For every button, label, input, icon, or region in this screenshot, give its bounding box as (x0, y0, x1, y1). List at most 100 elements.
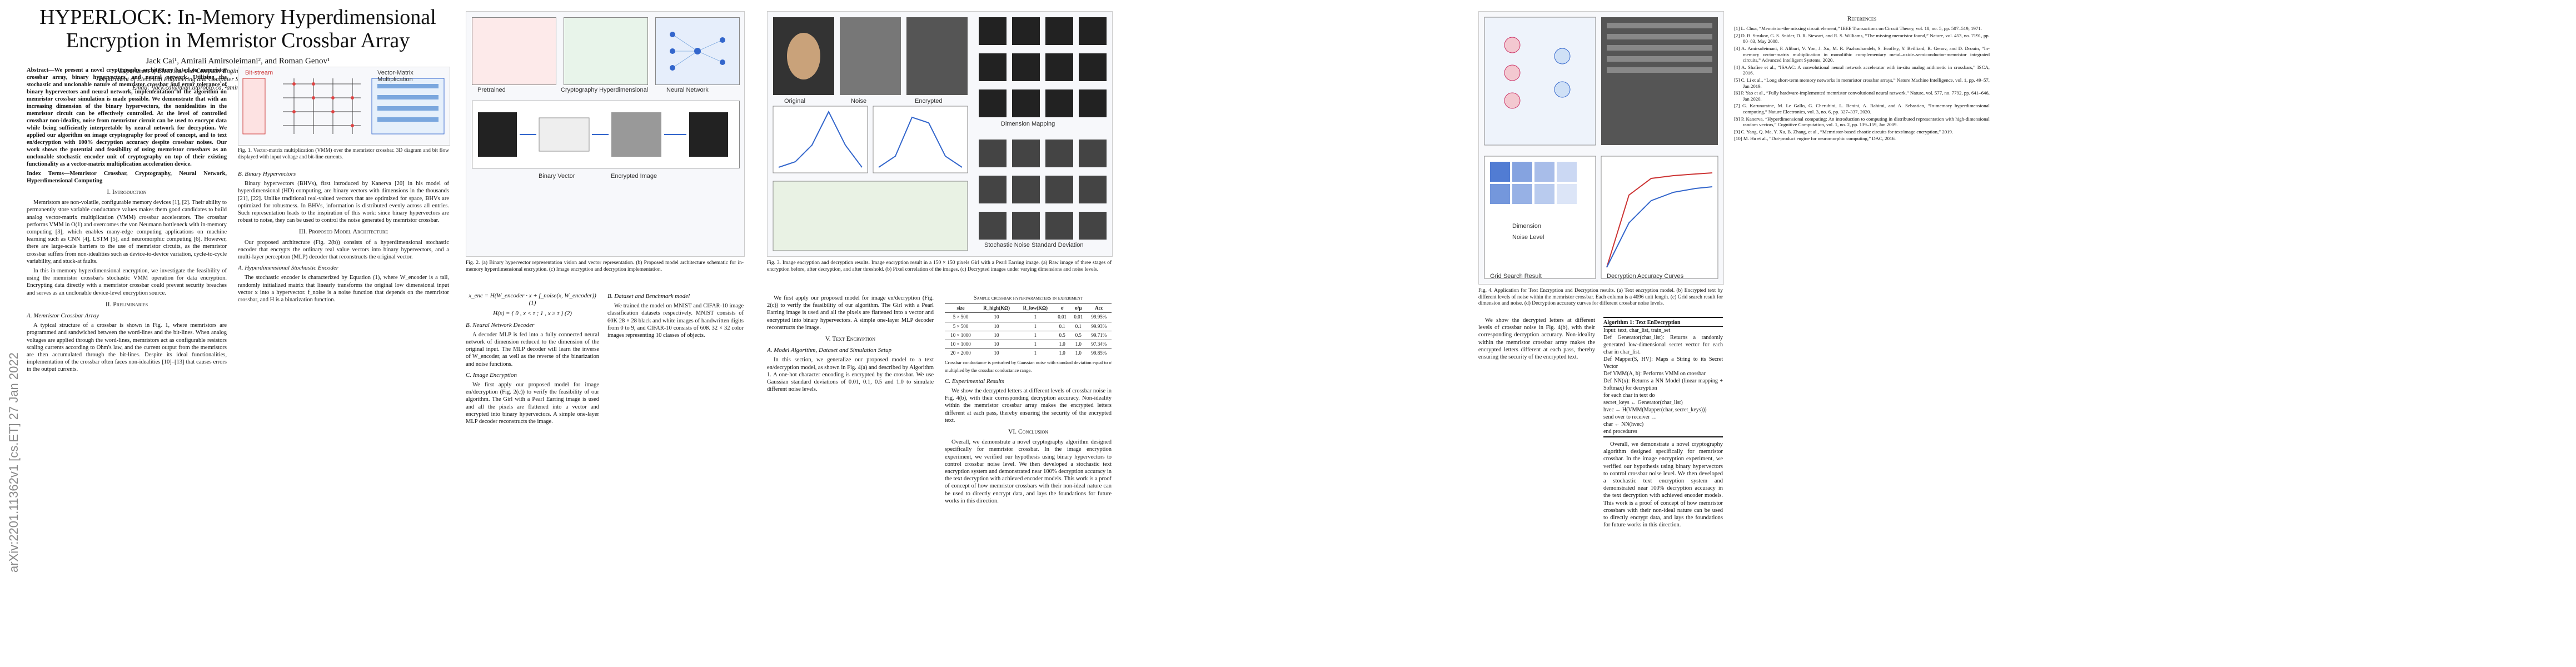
reference-item: [2] D. B. Strukov, G. S. Snider, D. R. S… (1734, 32, 1990, 44)
table-cell: 10 (976, 330, 1017, 340)
arch-paragraph: Our proposed architecture (Fig. 2(b)) co… (238, 239, 449, 261)
intro-heading: I. Introduction (107, 189, 147, 196)
equation-2: H(x) = { 0 , x < τ ; 1 , x ≥ τ } (2) (493, 310, 572, 317)
intro-paragraph-2: In this in-memory hyperdimensional encry… (27, 268, 227, 296)
reference-item: [1] L. Chua, “Memristor-the missing circ… (1734, 26, 1982, 32)
fig2-panel-b (564, 17, 648, 85)
intro-paragraph: Memristors are non-volatile, configurabl… (27, 200, 227, 265)
algorithm-line: secret_keys ← Generator(char_list) (1603, 400, 1683, 406)
reference-item: [10] M. Hu et al., “Dot-product engine f… (1734, 136, 1896, 142)
table-cell: 99.85% (1086, 349, 1112, 358)
conclusion-heading: VI. Conclusion (1008, 429, 1048, 436)
table-header: size (945, 303, 976, 313)
paper-title: HYPERLOCK: In-Memory Hyperdimensional En… (39, 6, 436, 52)
figure-4: Grid Search Result Decryption Accuracy C… (1478, 11, 1724, 285)
reference-item: [6] P. Yao et al., “Fully hardware-imple… (1734, 90, 1990, 102)
hd-subheading: A. Hyperdimensional Stochastic Encoder (238, 265, 339, 272)
crossbar-3d-icon (242, 78, 445, 135)
fig2-panel-c (472, 101, 740, 168)
dataset-paragraph: We trained the model on MNIST and CIFAR-… (607, 303, 744, 339)
hyperparam-table: size R_high(KΩ) R_low(KΩ) σ σ/μ Acc 5 × … (945, 303, 1112, 358)
p3-results-paragraph: We show the decrypted letters at differe… (1478, 317, 1595, 361)
table-cell: 0.5 (1054, 330, 1070, 340)
fig3-label-original: Original (784, 98, 805, 104)
fig1-label-bitstream: Bit-stream (245, 69, 273, 76)
table-cell: 0.5 (1070, 330, 1087, 340)
table-header: σ (1054, 303, 1070, 313)
table-cell: 0.01 (1070, 312, 1087, 322)
equation-1: x_enc = H(W_encoder · x + f_noise(x, W_e… (469, 292, 596, 307)
fig2-label-pretrained: Pretrained (477, 87, 506, 93)
text-heading: V. Text Encryption (825, 336, 876, 343)
fig3-label-dimension: Dimension Mapping (1001, 121, 1055, 127)
index-terms: Index Terms—Memristor Crossbar, Cryptogr… (27, 171, 227, 184)
table-header: R_high(KΩ) (976, 303, 1017, 313)
fig2-label-crypto: Cryptography Hyperdimensional (561, 87, 649, 93)
page-1: HYPERLOCK: In-Memory Hyperdimensional En… (27, 0, 749, 667)
hd-paragraph: The stochastic encoder is characterized … (238, 275, 449, 303)
fig2-label-encrypted: Encrypted Image (611, 173, 657, 180)
reference-item: [9] C. Yang, Q. Ma, Y. Xu, B. Zhang, et … (1734, 128, 1954, 135)
page-3: Grid Search Result Decryption Accuracy C… (1478, 0, 2568, 667)
bhv-paragraph: Binary hypervectors (BHVs), first introd… (238, 181, 449, 224)
references-heading: References (1847, 16, 1877, 22)
arxiv-stamp: arXiv:2201.11362v1 [cs.ET] 27 Jan 2022 (7, 352, 21, 573)
p1-col3: x_enc = H(W_encoder · x + f_noise(x, W_e… (466, 289, 599, 661)
algorithm-line: Input: text, char_list, train_set (1603, 327, 1671, 334)
table-cell: 99.71% (1086, 330, 1112, 340)
table-cell: 10 (976, 321, 1017, 331)
fig3-label-noise: Noise (851, 98, 867, 104)
figure-3-caption: Fig. 3. Image encryption and decryption … (767, 260, 1112, 272)
table-cell: 10 × 1000 (945, 340, 976, 349)
reference-item: [5] C. Li et al., “Long short-term memor… (1734, 77, 1990, 89)
p1-col2: B. Binary Hypervectors Binary hypervecto… (238, 167, 449, 661)
table-header: Acc (1086, 303, 1112, 313)
table-cell: 1 (1017, 330, 1054, 340)
figure-3: Dimension Mapping Stochastic Noise Stand… (767, 11, 1113, 257)
table-header-row: size R_high(KΩ) R_low(KΩ) σ σ/μ Acc (945, 303, 1112, 313)
image-subheading: C. Image Encryption (466, 371, 517, 379)
fig4-label-dimension: Dimension (1512, 223, 1541, 230)
figure-1: Vector-Matrix Multiplication Bit-stream (238, 67, 450, 146)
table-cell: 1.0 (1070, 340, 1087, 349)
fig4-label-accuracy: Decryption Accuracy Curves (1607, 273, 1684, 280)
table-cell: 99.95% (1086, 312, 1112, 322)
dataset-subheading: B. Dataset and Benchmark model (607, 293, 690, 300)
p2-col2: Sample crossbar hyperparameters in exper… (945, 295, 1112, 661)
decoder-subheading: B. Neural Network Decoder (466, 321, 535, 328)
table-cell: 0.1 (1070, 321, 1087, 331)
fig2-label-nn: Neural Network (666, 87, 709, 93)
p1-col1: Abstract—We present a novel cryptography… (27, 67, 227, 661)
decoder-paragraph: A decoder MLP is fed into a fully connec… (466, 331, 599, 367)
fig4-label-grid: Grid Search Result (1490, 273, 1542, 280)
reference-item: [3] A. Amirsoleimani, F. Alibart, V. Yon… (1734, 45, 1990, 63)
figure-2-caption: Fig. 2. (a) Binary hypervector represent… (466, 260, 744, 272)
figure-4-caption: Fig. 4. Application for Text Encryption … (1478, 288, 1723, 306)
p3-conclusion-paragraph: Overall, we demonstrate a novel cryptogr… (1603, 441, 1723, 529)
results-paragraph: We show the decrypted letters at differe… (945, 388, 1112, 424)
p2-image-paragraph: We first apply our proposed model for im… (767, 295, 934, 331)
brain-network-icon (655, 17, 740, 85)
table-cell: 10 (976, 312, 1017, 322)
reference-item: [4] A. Shafiee et al., “ISAAC: A convolu… (1734, 64, 1990, 76)
table-cell: 97.34% (1086, 340, 1112, 349)
algorithm-line: Def Mapper(S, HV): Maps a String to its … (1603, 356, 1723, 370)
table-cell: 10 × 1000 (945, 330, 976, 340)
paper-authors: Jack Cai¹, Amirali Amirsoleimani², and R… (146, 57, 330, 66)
table-cell: 0.01 (1054, 312, 1070, 322)
table-cell: 1.0 (1070, 349, 1087, 358)
table-cell: 0.1 (1054, 321, 1070, 331)
algorithm-line: send over to receiver … (1603, 414, 1657, 420)
fig2-label-binary: Binary Vector (539, 173, 575, 180)
prelim-heading: II. Preliminaries (105, 301, 148, 308)
p1-col4: B. Dataset and Benchmark model We traine… (607, 289, 744, 661)
image-paragraph: We first apply our proposed model for im… (466, 382, 599, 425)
table-cell: 1.0 (1054, 340, 1070, 349)
p3-col2: Algorithm 1: Text EnDecryption Input: te… (1603, 317, 1723, 661)
algorithm-line: char ← NN(hvec) (1603, 421, 1644, 427)
p2-col1: We first apply our proposed model for im… (767, 295, 934, 661)
